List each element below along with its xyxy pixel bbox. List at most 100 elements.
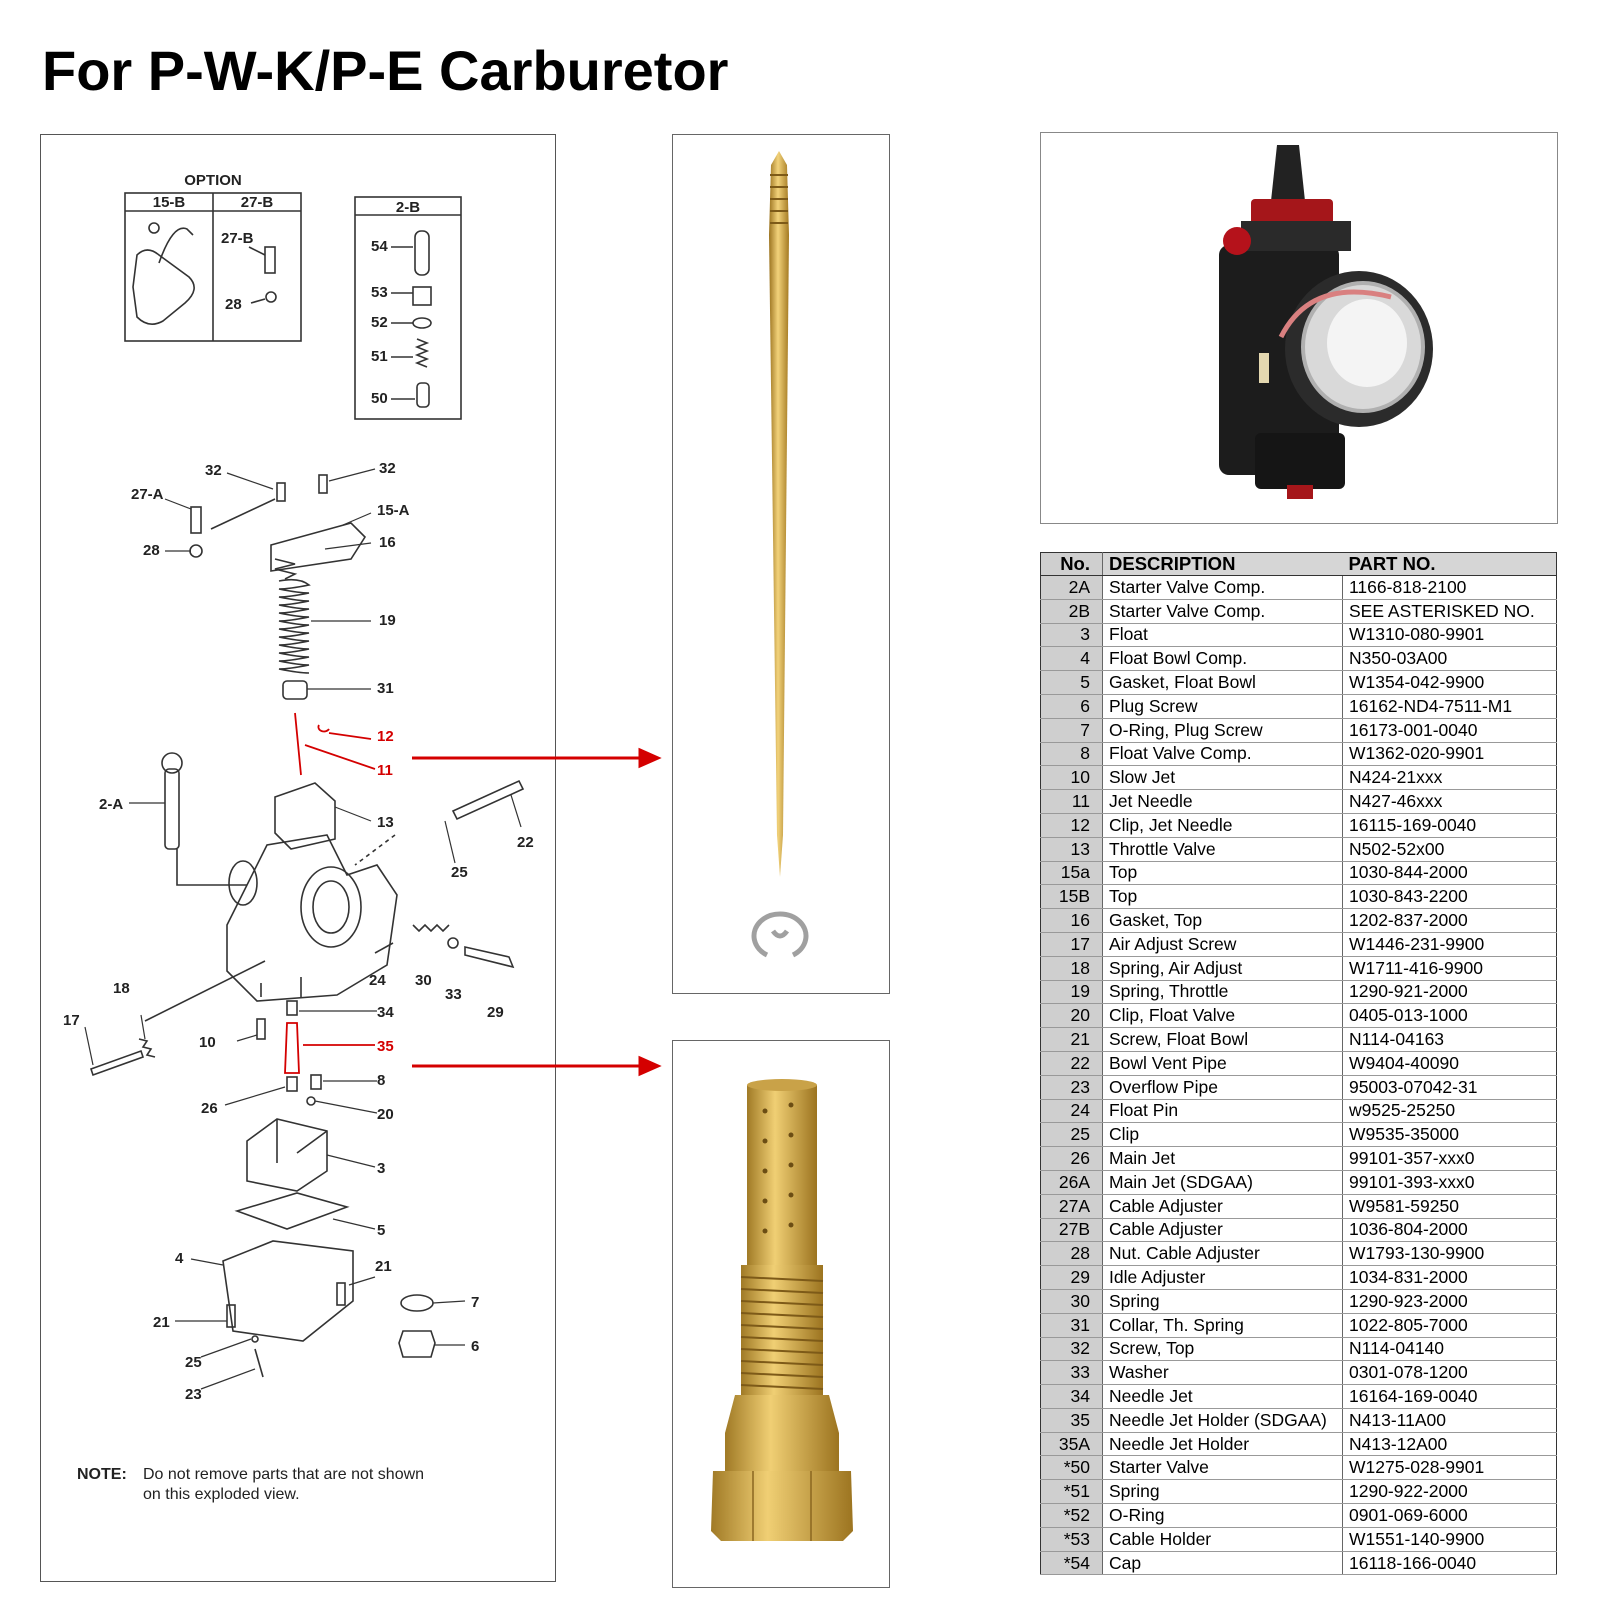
callout-27a: 27-A (131, 486, 164, 503)
row-description: Plug Screw (1102, 694, 1343, 719)
row-part-number: 1034-831-2000 (1342, 1265, 1557, 1290)
row-number: 30 (1040, 1289, 1103, 1314)
row-description: Spring (1102, 1479, 1343, 1505)
row-part-number: W1711-416-9900 (1342, 956, 1557, 981)
row-number: 27A (1040, 1194, 1103, 1219)
row-description: Cable Holder (1102, 1527, 1343, 1552)
row-description: Float Valve Comp. (1102, 742, 1343, 767)
callout-26: 26 (201, 1100, 218, 1117)
row-number: 31 (1040, 1313, 1103, 1338)
row-part-number: 16115-169-0040 (1342, 813, 1557, 838)
row-number: 20 (1040, 1003, 1103, 1029)
row-number: 3 (1040, 623, 1103, 648)
row-description: Cable Adjuster (1102, 1218, 1343, 1243)
row-part-number: 1030-843-2200 (1342, 884, 1557, 910)
callout-17: 17 (63, 1012, 80, 1029)
row-part-number: 16118-166-0040 (1342, 1551, 1557, 1576)
row-number: 24 (1040, 1099, 1103, 1124)
callout-arrows (412, 747, 662, 1077)
exploded-diagram: OPTION 15-B 27-B 2-B 27-B 28 54 53 52 51… (63, 172, 534, 1503)
row-part-number: N424-21xxx (1342, 765, 1557, 791)
callout-52: 52 (371, 314, 388, 331)
exploded-diagram-panel: OPTION 15-B 27-B 2-B 27-B 28 54 53 52 51… (40, 134, 556, 1582)
callout-6: 6 (471, 1338, 479, 1355)
bowl-vent-pipe-22-part (451, 779, 525, 821)
callout-5: 5 (377, 1222, 385, 1239)
callout-10: 10 (199, 1034, 216, 1051)
row-number: *50 (1040, 1455, 1103, 1481)
overflow-pipe-23-part (254, 1348, 264, 1378)
row-part-number: 1202-837-2000 (1342, 908, 1557, 933)
callout-28: 28 (143, 542, 160, 559)
note-line-1: Do not remove parts that are not shown (143, 1466, 424, 1483)
float-bowl-4-part (222, 1240, 354, 1342)
row-description: Clip, Float Valve (1102, 1003, 1343, 1029)
callout-25-top: 25 (451, 864, 468, 881)
callout-19: 19 (379, 612, 396, 629)
row-number: 27B (1040, 1218, 1103, 1243)
main-jet-26-part (286, 1076, 298, 1092)
carburetor-illustration (1219, 145, 1433, 499)
row-number: 23 (1040, 1075, 1103, 1100)
o-ring-7-part (400, 1294, 434, 1312)
needle-jet-holder-35-part (284, 1022, 300, 1074)
row-part-number: 1030-844-2000 (1342, 861, 1557, 886)
header-no: No. (1040, 552, 1103, 576)
arrowhead-needle (638, 747, 662, 769)
row-number: 28 (1040, 1241, 1103, 1267)
carburetor-body-part (226, 834, 398, 1002)
row-part-number: N350-03A00 (1342, 646, 1557, 672)
row-description: Starter Valve Comp. (1102, 599, 1343, 624)
row-part-number: W1275-028-9901 (1342, 1455, 1557, 1481)
option-label: OPTION (184, 172, 242, 189)
header-description: DESCRIPTION (1102, 552, 1343, 576)
callout-12: 12 (377, 728, 394, 745)
callout-31: 31 (377, 680, 394, 697)
callout-7: 7 (471, 1294, 479, 1311)
callout-22: 22 (517, 834, 534, 851)
air-adjust-spring-18-part (138, 1038, 156, 1058)
row-part-number: 1036-804-2000 (1342, 1218, 1557, 1243)
row-description: Collar, Th. Spring (1102, 1313, 1343, 1338)
row-part-number: N114-04140 (1342, 1337, 1557, 1362)
needle-clip-12-part (317, 724, 330, 733)
row-part-number: 0901-069-6000 (1342, 1503, 1557, 1528)
row-part-number: N413-11A00 (1342, 1408, 1557, 1433)
option-2b-box (354, 196, 462, 420)
row-number: 16 (1040, 908, 1103, 933)
plug-screw-6-part (398, 1330, 436, 1358)
row-number: 2B (1040, 599, 1103, 624)
callout-11: 11 (377, 762, 393, 779)
jet-needle-11-part (294, 712, 302, 776)
row-description: Starter Valve Comp. (1102, 575, 1343, 600)
o-ring-52-part (412, 317, 432, 329)
callout-16: 16 (379, 534, 396, 551)
jet-needle-illustration (751, 151, 809, 958)
starter-valve-50-part (416, 382, 430, 408)
row-description: O-Ring, Plug Screw (1102, 718, 1343, 743)
callout-51: 51 (371, 348, 388, 365)
row-part-number: 99101-393-xxx0 (1342, 1170, 1557, 1195)
row-part-number: 1022-805-7000 (1342, 1313, 1557, 1338)
row-part-number: 99101-357-xxx0 (1342, 1146, 1557, 1171)
callout-33: 33 (445, 986, 462, 1003)
callout-15a: 15-A (377, 502, 410, 519)
row-description: Air Adjust Screw (1102, 932, 1343, 957)
row-part-number: 1290-921-2000 (1342, 980, 1557, 1005)
row-description: Overflow Pipe (1102, 1075, 1343, 1100)
